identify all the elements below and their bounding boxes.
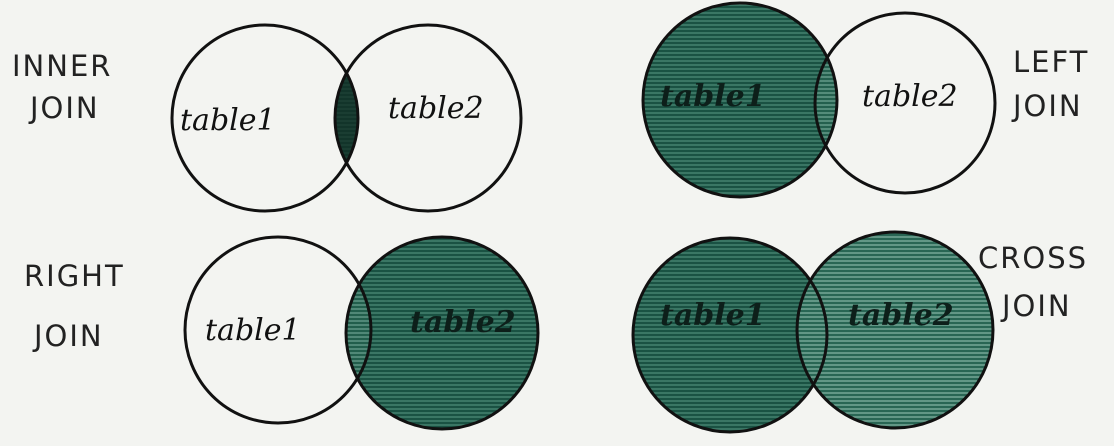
right-join-title-line1: RIGHT (24, 259, 125, 293)
right-join-table1-label: table1 (205, 313, 301, 348)
right-join-panel: RIGHT JOIN table1 table2 (24, 237, 538, 429)
inner-join-table1-label: table1 (180, 103, 276, 138)
right-join-table2-label: table2 (410, 305, 516, 340)
cross-join-title-line2: JOIN (1000, 289, 1072, 323)
left-join-table2-label: table2 (862, 79, 958, 114)
left-join-panel: table1 table2 LEFT JOIN (643, 3, 1089, 197)
cross-join-title-line1: CROSS (978, 241, 1088, 275)
inner-join-title-line1: INNER (12, 49, 112, 83)
cross-join-table1-label: table1 (660, 298, 766, 333)
cross-join-table2-label: table2 (848, 298, 954, 333)
cross-join-panel: table1 table2 CROSS JOIN (633, 232, 1088, 432)
left-join-title-line2: JOIN (1011, 89, 1083, 123)
left-join-table1-label: table1 (660, 79, 766, 114)
left-join-title-line1: LEFT (1013, 45, 1089, 79)
inner-join-table2-label: table2 (388, 91, 484, 126)
right-join-title-line2: JOIN (32, 319, 104, 353)
inner-join-title-line2: JOIN (28, 91, 100, 125)
inner-join-panel: INNER JOIN table1 table2 (12, 25, 521, 211)
